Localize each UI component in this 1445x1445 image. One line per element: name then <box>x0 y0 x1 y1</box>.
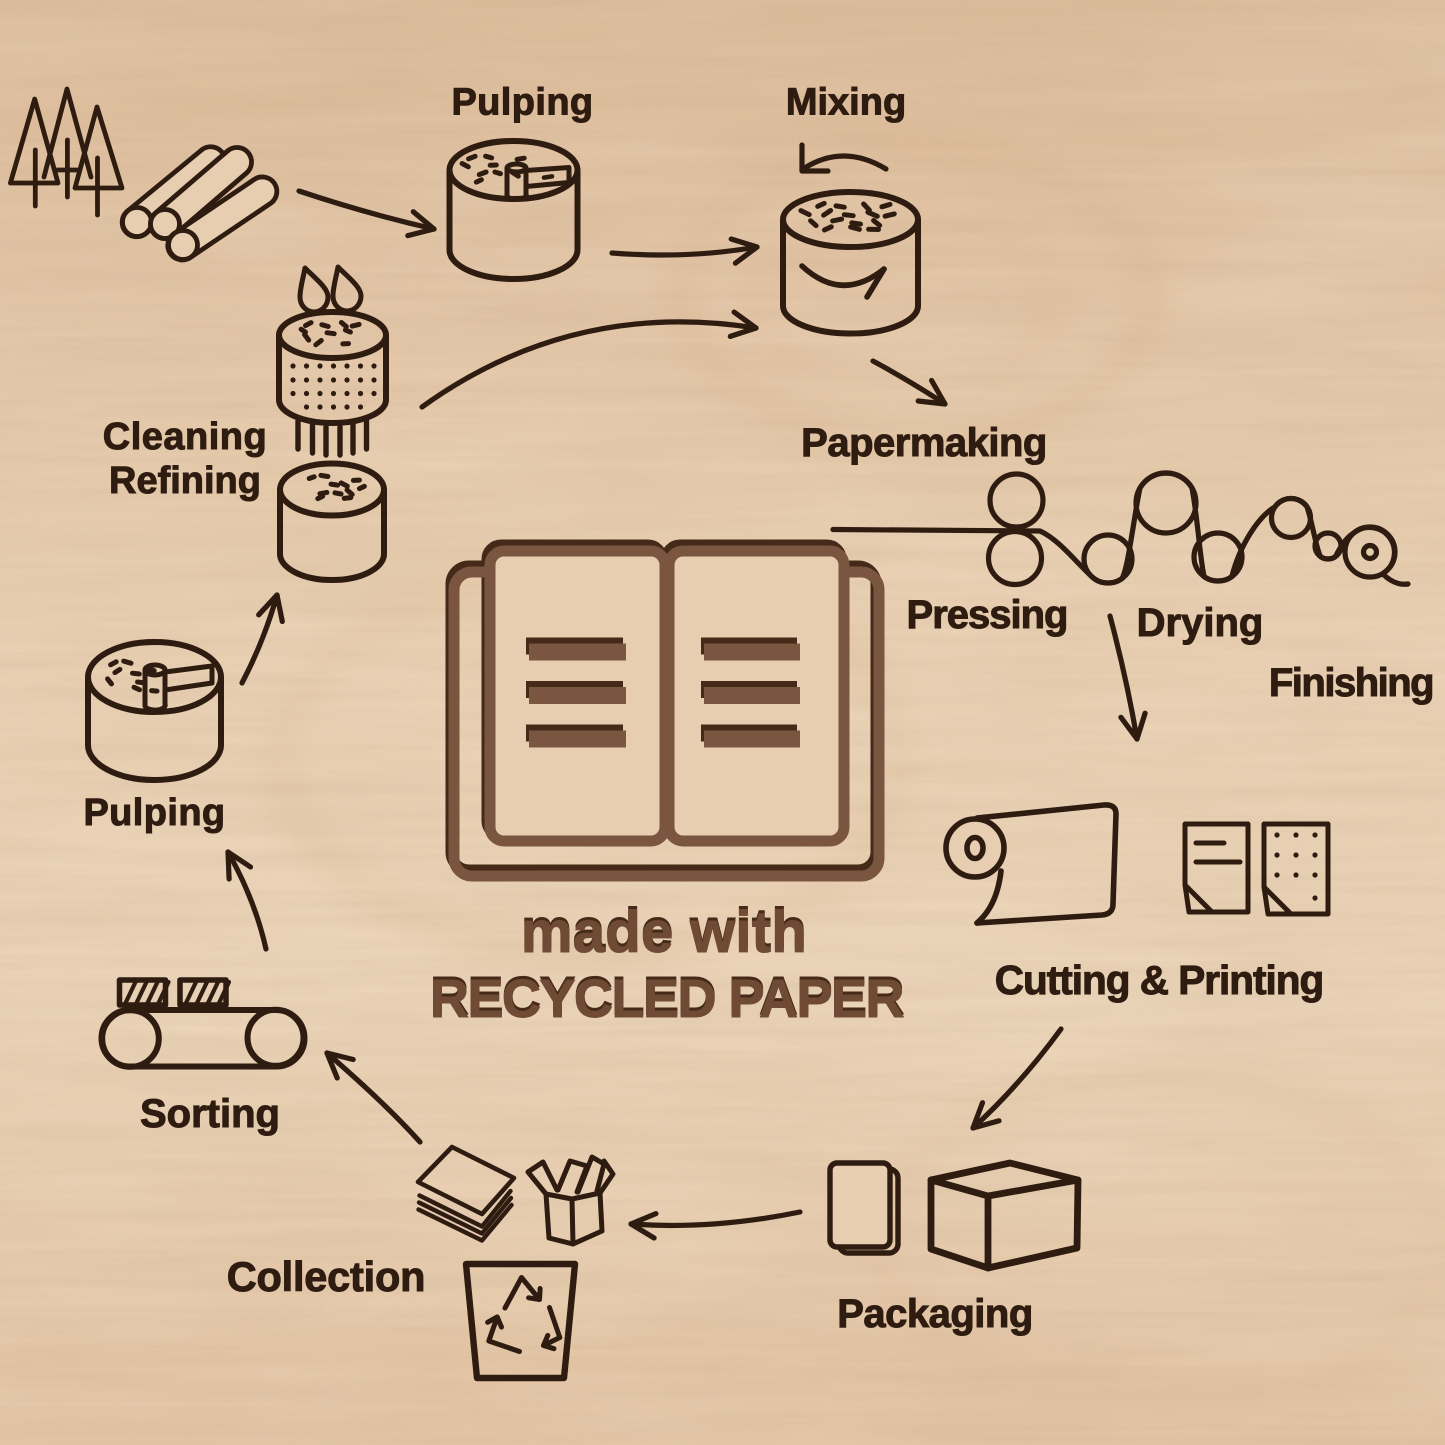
svg-text:Sorting: Sorting <box>140 1092 280 1136</box>
svg-text:Cutting & Printing: Cutting & Printing <box>995 957 1323 1003</box>
svg-text:Cleaning: Cleaning <box>103 416 267 458</box>
svg-text:Packaging: Packaging <box>837 1292 1033 1336</box>
svg-text:RECYCLED PAPER: RECYCLED PAPER <box>430 966 904 1026</box>
svg-text:Pressing: Pressing <box>907 593 1068 637</box>
svg-text:Collection: Collection <box>227 1253 426 1300</box>
svg-text:Papermaking: Papermaking <box>801 421 1047 465</box>
svg-text:made with: made with <box>521 900 807 965</box>
svg-text:RECYCLED PAPER: RECYCLED PAPER <box>430 969 904 1029</box>
svg-text:Refining: Refining <box>109 460 261 502</box>
svg-text:Mixing: Mixing <box>786 82 906 124</box>
svg-text:Finishing: Finishing <box>1269 661 1433 705</box>
svg-text:Drying: Drying <box>1137 601 1264 645</box>
svg-text:made with: made with <box>521 897 807 962</box>
svg-text:Pulping: Pulping <box>451 82 593 124</box>
svg-text:Pulping: Pulping <box>83 792 225 834</box>
